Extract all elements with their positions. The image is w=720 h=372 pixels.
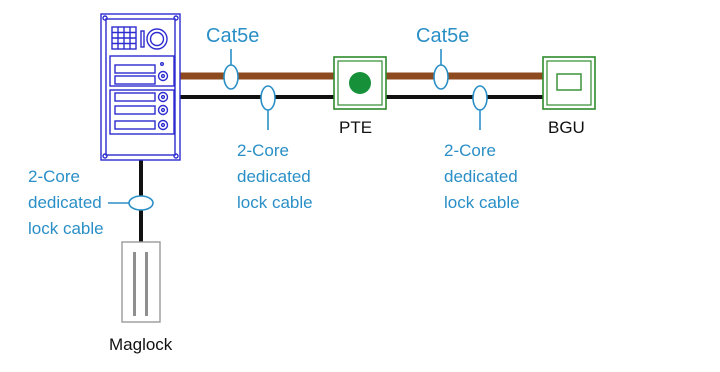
cat5e-marker-left: [223, 49, 239, 90]
svg-text:dedicated: dedicated: [28, 193, 102, 212]
svg-text:dedicated: dedicated: [237, 167, 311, 186]
maglock-icon: [121, 241, 161, 323]
maglock-label: Maglock: [109, 335, 173, 354]
lock-cable-label-left: 2-Core dedicated lock cable: [28, 167, 104, 238]
bgu-module-icon: [542, 56, 596, 110]
svg-text:lock cable: lock cable: [444, 193, 520, 212]
svg-text:lock cable: lock cable: [28, 219, 104, 238]
svg-text:dedicated: dedicated: [444, 167, 518, 186]
pte-label: PTE: [339, 118, 372, 137]
lock-cable-label-mid: 2-Core dedicated lock cable: [237, 141, 313, 212]
svg-text:2-Core: 2-Core: [28, 167, 80, 186]
lock-cable-label-right: 2-Core dedicated lock cable: [444, 141, 520, 212]
svg-text:2-Core: 2-Core: [444, 141, 496, 160]
lock-cable-marker-mid: [260, 85, 276, 130]
cat5e-marker-right: [433, 49, 449, 90]
svg-text:2-Core: 2-Core: [237, 141, 289, 160]
cat5e-label-left: Cat5e: [206, 25, 259, 47]
bgu-label: BGU: [548, 118, 585, 137]
lock-cable-marker-right: [472, 85, 488, 130]
svg-text:lock cable: lock cable: [237, 193, 313, 212]
pte-module-icon: [333, 56, 387, 110]
cat5e-label-right: Cat5e: [416, 25, 469, 47]
lock-cable-marker-left: [108, 195, 154, 211]
door-entry-panel-icon: [100, 13, 181, 161]
